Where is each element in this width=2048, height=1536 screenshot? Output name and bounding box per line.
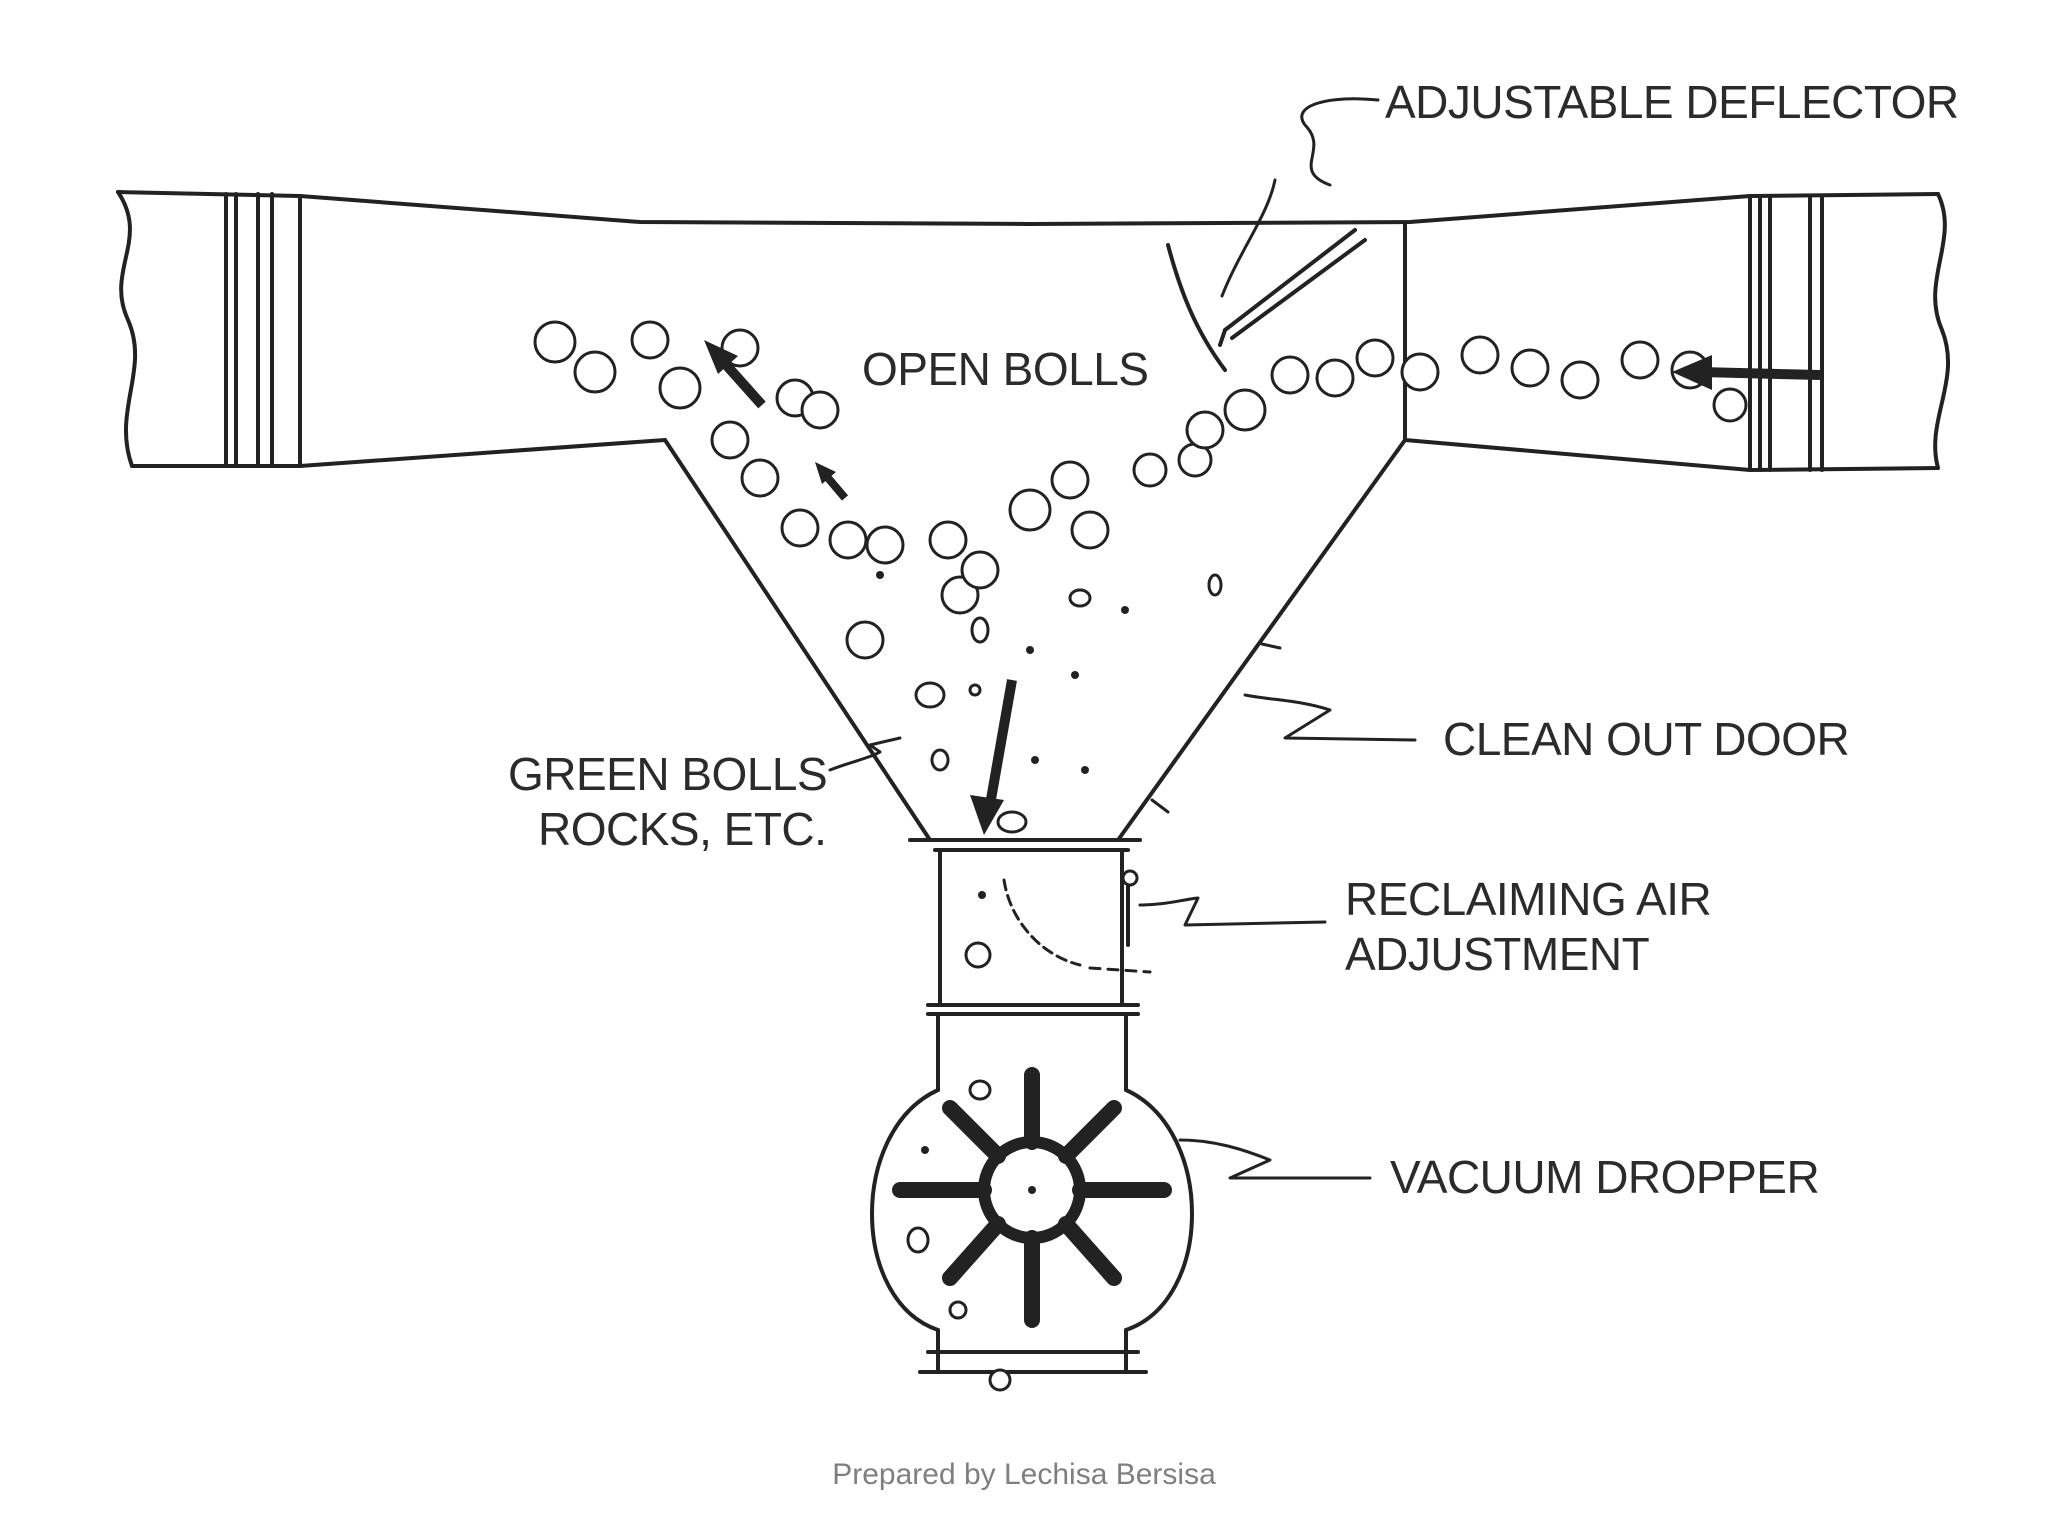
green-bolls-debris [876, 571, 1223, 1320]
label-vacuum-dropper: VACUUM DROPPER [1390, 1151, 1819, 1203]
open-bolls [533, 320, 1748, 660]
label-adjustment: ADJUSTMENT [1345, 928, 1650, 980]
label-rocks-etc: ROCKS, ETC. [538, 803, 826, 855]
main-duct [116, 190, 1951, 472]
diagram-labels: ADJUSTABLE DEFLECTOR OPEN BOLLS CLEAN OU… [508, 76, 1959, 1203]
hopper [663, 438, 1407, 842]
label-reclaiming-air: RECLAIMING AIR [1345, 873, 1711, 925]
label-open-bolls: OPEN BOLLS [862, 343, 1148, 395]
label-adjustable-deflector: ADJUSTABLE DEFLECTOR [1385, 76, 1959, 128]
credit-footer: Prepared by Lechisa Bersisa [832, 1458, 1216, 1491]
adjustable-deflector [1166, 178, 1367, 372]
vacuum-dropper [870, 1012, 1194, 1392]
leader-lines [828, 97, 1417, 1180]
reclaiming-chamber [926, 848, 1152, 1016]
label-green-bolls: GREEN BOLLS [508, 748, 827, 800]
flow-arrows [704, 340, 1821, 835]
label-clean-out-door: CLEAN OUT DOOR [1443, 713, 1849, 765]
